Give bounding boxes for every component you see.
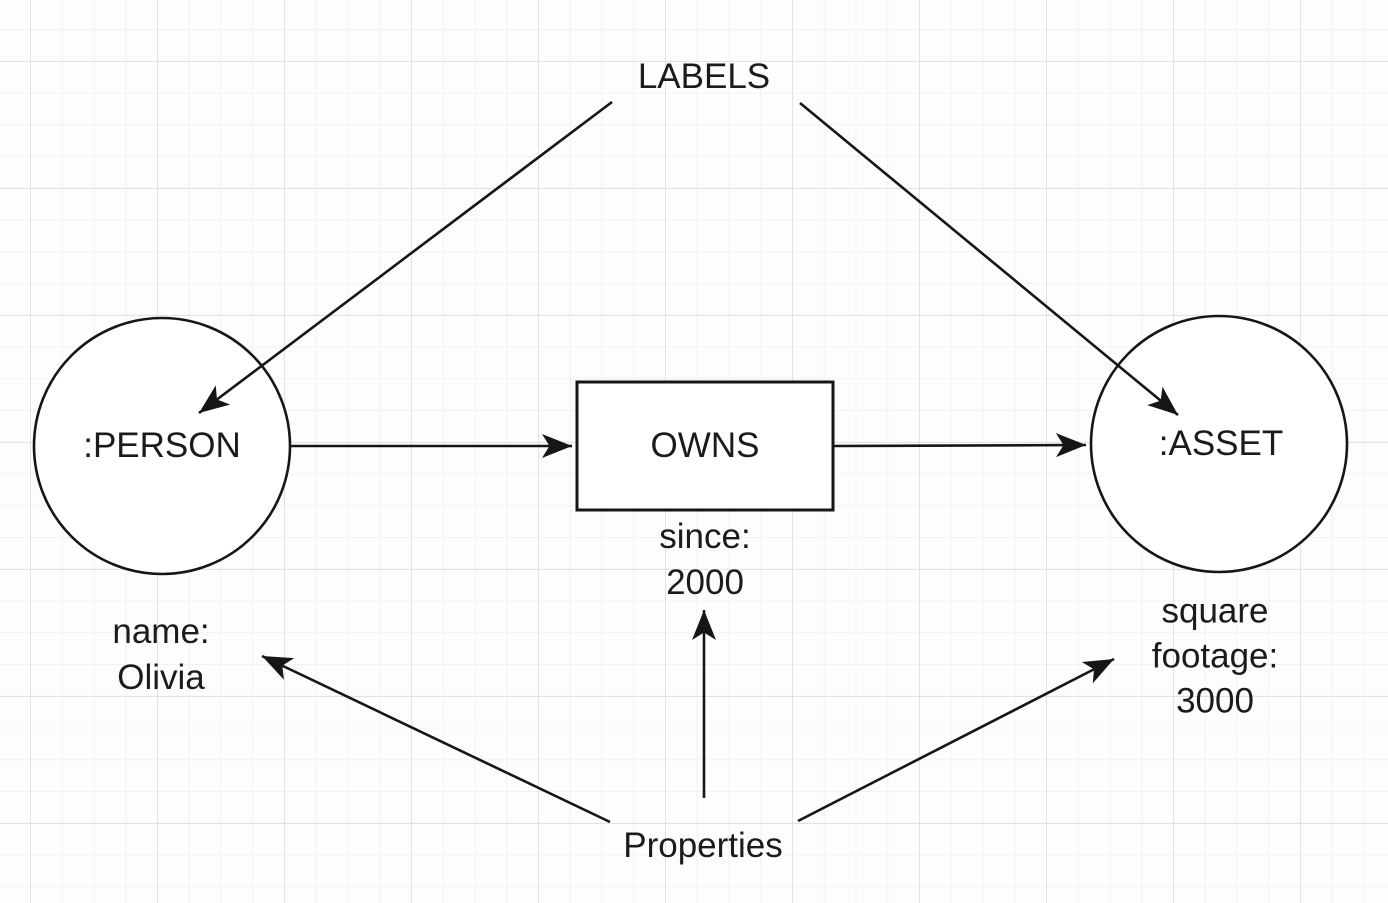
properties-annotation: Properties <box>623 826 783 865</box>
asset-property-line1: square <box>1161 591 1269 631</box>
relationship-property-line1: since: <box>659 517 751 556</box>
labels-annotation: LABELS <box>637 57 771 96</box>
properties-to-footage-arrow <box>797 657 1115 823</box>
relationship-property-text: since: 2000 <box>659 514 750 606</box>
relationship-property-line2: 2000 <box>666 563 744 602</box>
asset-node-label: :ASSET <box>1158 424 1284 463</box>
asset-property-line2: footage: <box>1151 636 1279 676</box>
labels-to-asset-arrow <box>799 101 1179 417</box>
asset-property-text: square footage: 3000 <box>1152 589 1279 724</box>
asset-property-line3: 3000 <box>1176 681 1254 721</box>
asset-node-circle <box>1089 314 1349 574</box>
labels-to-person-arrow <box>198 100 613 415</box>
person-property-line1: name: <box>112 612 210 651</box>
owns-relationship-box <box>575 380 835 512</box>
properties-to-name-arrow <box>261 654 611 824</box>
owns-to-asset-arrow <box>832 433 1087 458</box>
person-property-line2: Olivia <box>117 658 205 697</box>
owns-relationship-label: OWNS <box>650 426 760 465</box>
person-node-label: :PERSON <box>83 426 241 465</box>
person-property-text: name: Olivia <box>112 609 209 701</box>
